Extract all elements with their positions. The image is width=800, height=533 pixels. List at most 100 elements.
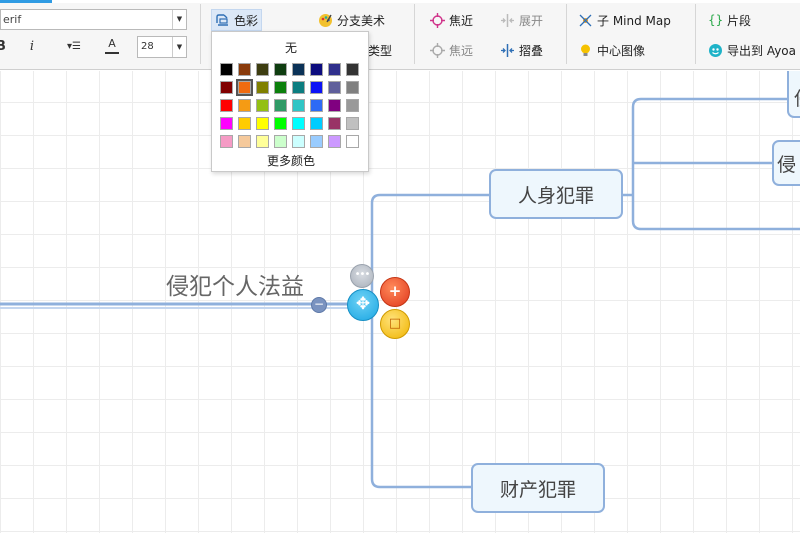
center-image-button[interactable]: 中心图像	[578, 39, 645, 61]
color-swatch[interactable]	[274, 135, 287, 148]
tab-indicator-bar	[0, 0, 800, 3]
color-swatch[interactable]	[292, 81, 305, 94]
color-swatch[interactable]	[238, 117, 251, 130]
color-swatch-grid	[220, 63, 359, 148]
font-size-select[interactable]: 28 ▼	[137, 36, 187, 58]
central-topic[interactable]: 侵犯个人法益	[166, 274, 304, 300]
color-swatch[interactable]	[256, 81, 269, 94]
color-swatch[interactable]	[292, 63, 305, 76]
color-swatch[interactable]	[238, 135, 251, 148]
color-swatch[interactable]	[274, 117, 287, 130]
add-callout-icon[interactable]: □	[380, 309, 410, 339]
color-swatch[interactable]	[328, 63, 341, 76]
ribbon-toolbar: erif ▼ B i ▾☰ A 28 ▼ 色彩 分支美术 类型 焦近	[0, 0, 800, 70]
color-swatch[interactable]	[220, 99, 233, 112]
color-swatch[interactable]	[292, 117, 305, 130]
color-swatch[interactable]	[292, 135, 305, 148]
ribbon-separator	[695, 4, 696, 64]
color-swatch[interactable]	[256, 63, 269, 76]
active-tab-indicator	[0, 0, 52, 3]
sub-mindmap-icon	[578, 13, 593, 28]
fold-label: 摺叠	[519, 43, 544, 58]
color-swatch[interactable]	[328, 81, 341, 94]
topic-partial-right[interactable]: 侵	[772, 140, 800, 186]
color-swatch[interactable]	[220, 81, 233, 94]
color-swatch[interactable]	[310, 81, 323, 94]
font-color-icon: A	[108, 37, 116, 50]
add-topic-icon[interactable]: +	[380, 277, 410, 307]
more-colors-option[interactable]: 更多颜色	[266, 154, 315, 168]
branch-connectors	[0, 97, 800, 489]
branch-art-label: 分支美术	[337, 13, 386, 28]
snippet-button[interactable]: {} 片段	[708, 9, 751, 31]
focus-in-button[interactable]: 焦近	[430, 9, 473, 31]
palette-icon	[318, 13, 333, 28]
color-swatch[interactable]	[346, 99, 359, 112]
color-swatch[interactable]	[310, 135, 323, 148]
mind-map-canvas[interactable]: 侵犯个人法益 人身犯罪 财产犯罪 侵 侵 ••• − ✥ + □	[0, 71, 800, 533]
export-ayoa-label: 导出到 Ayoa	[727, 43, 797, 58]
color-button[interactable]: 色彩	[211, 9, 263, 31]
color-swatch[interactable]	[274, 81, 287, 94]
color-swatch[interactable]	[346, 63, 359, 76]
ribbon-separator	[566, 4, 567, 64]
color-swatch[interactable]	[328, 135, 341, 148]
color-swatch[interactable]	[310, 63, 323, 76]
italic-button[interactable]: i	[29, 39, 35, 54]
crosshair-icon	[430, 42, 445, 58]
color-swatch[interactable]	[310, 117, 323, 130]
color-swatch[interactable]	[346, 81, 359, 94]
shape-fill-icon	[215, 13, 230, 28]
topic-partial-top[interactable]: 侵	[787, 71, 800, 118]
more-options-icon[interactable]: •••	[350, 264, 374, 288]
color-swatch[interactable]	[256, 135, 269, 148]
chevron-down-icon[interactable]: ▼	[172, 37, 186, 57]
color-swatch[interactable]	[220, 135, 233, 148]
branch-art-button[interactable]: 分支美术	[318, 9, 385, 31]
color-swatch[interactable]	[220, 63, 233, 76]
ribbon-separator	[414, 4, 415, 64]
font-size-value: 28	[141, 41, 154, 52]
font-family-select[interactable]: erif ▼	[0, 9, 187, 30]
focus-out-label: 焦远	[449, 43, 474, 58]
font-family-value: erif	[3, 13, 22, 26]
expand-button[interactable]: 展开	[500, 9, 543, 31]
color-swatch[interactable]	[238, 99, 251, 112]
move-handle-icon[interactable]: ✥	[347, 289, 379, 321]
type-button-label: 类型	[368, 43, 393, 58]
color-swatch[interactable]	[274, 63, 287, 76]
color-swatch[interactable]	[310, 99, 323, 112]
topic-personal-crime[interactable]: 人身犯罪	[489, 169, 623, 219]
topic-partial-top-label: 侵	[791, 84, 800, 111]
color-button-label: 色彩	[234, 13, 259, 28]
collapse-branch-icon[interactable]: −	[311, 297, 327, 313]
color-swatch[interactable]	[256, 99, 269, 112]
color-swatch[interactable]	[274, 99, 287, 112]
bold-button[interactable]: B	[0, 36, 8, 58]
color-swatch[interactable]	[328, 99, 341, 112]
ayoa-icon	[708, 43, 723, 58]
topic-property-crime[interactable]: 财产犯罪	[471, 463, 605, 513]
sub-mindmap-button[interactable]: 子 Mind Map	[578, 9, 671, 31]
color-swatch[interactable]	[238, 63, 251, 76]
color-swatch[interactable]	[220, 117, 233, 130]
chevron-down-icon[interactable]: ▼	[172, 10, 186, 29]
color-swatch[interactable]	[292, 99, 305, 112]
color-swatch[interactable]	[256, 117, 269, 130]
expand-label: 展开	[519, 13, 544, 28]
color-swatch[interactable]	[328, 117, 341, 130]
color-swatch[interactable]	[346, 117, 359, 130]
lightbulb-icon	[578, 43, 593, 58]
align-dropdown-button[interactable]: ▾☰	[67, 41, 81, 52]
snippet-label: 片段	[727, 13, 752, 28]
fold-button[interactable]: 摺叠	[500, 39, 543, 61]
font-color-bar	[105, 52, 119, 54]
font-color-button[interactable]: A	[104, 36, 120, 58]
export-ayoa-button[interactable]: 导出到 Ayoa	[708, 39, 796, 61]
no-color-option[interactable]: 无	[284, 41, 297, 55]
type-button[interactable]: 类型	[368, 39, 392, 61]
center-image-label: 中心图像	[597, 43, 646, 58]
color-swatch[interactable]	[236, 79, 253, 96]
focus-out-button[interactable]: 焦远	[430, 39, 473, 61]
color-swatch[interactable]	[346, 135, 359, 148]
